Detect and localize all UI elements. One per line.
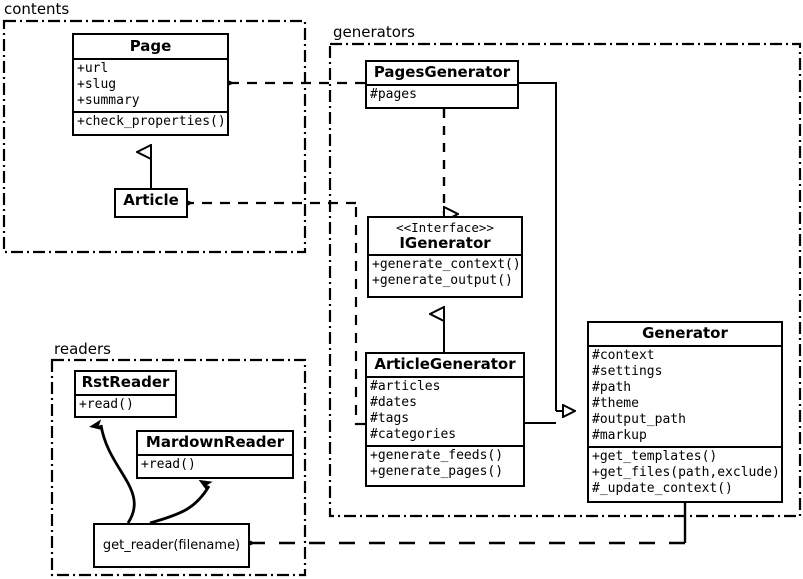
class-title-rst-reader: RstReader [81,373,170,391]
class-member: +generate_output() [372,273,513,288]
class-member: #theme [592,396,639,411]
class-member: +get_files(path,exclude) [592,465,780,480]
class-member: +read() [79,397,134,412]
class-title-generator: Generator [642,324,728,342]
package-border-generators [328,42,802,518]
class-member: #tags [370,411,410,426]
class-member: +url [77,61,109,76]
relation-get-reader-creates-mardown [149,479,213,525]
class-title-pages-generator: PagesGenerator [373,63,511,81]
class-member: #pages [370,87,417,102]
class-operations-article-generator: +generate_feeds() +generate_pages() [367,445,523,482]
class-box-article[interactable]: Article [114,188,188,218]
class-operations-page: +check_properties() [74,111,227,132]
class-title-article: Article [123,191,179,209]
relation-get-reader-creates-rst [89,419,136,524]
class-member: +generate_pages() [370,464,504,479]
class-member: #settings [592,364,663,379]
class-member: #categories [370,427,457,442]
class-member: #output_path [592,412,686,427]
class-attributes-article-generator: #articles #dates #tags #categories [367,376,523,445]
package-label-generators: generators [331,23,417,41]
package-label-contents: contents [2,0,72,18]
class-member: +get_templates() [592,449,718,464]
class-member: #context [592,348,655,363]
class-title-article-generator: ArticleGenerator [374,355,516,373]
class-attributes-generator: #context #settings #path #theme #output_… [589,345,781,446]
class-box-page[interactable]: Page +url +slug +summary +check_properti… [72,33,229,136]
class-box-article-generator[interactable]: ArticleGenerator #articles #dates #tags … [365,352,525,487]
class-operations-mardown-reader: +read() [138,454,292,475]
class-operations-igenerator: +generate_context() +generate_output() [369,254,521,291]
relation-articlegen-uses-article [191,203,365,426]
class-operations-rst-reader: +read() [76,394,175,415]
class-stereotype-igenerator: <<Interface>> [396,220,494,235]
class-title-page: Page [129,37,172,55]
function-label-get-reader: get_reader(filename) [102,538,241,553]
class-attributes-pages-generator: #pages [367,84,517,105]
class-box-pages-generator[interactable]: PagesGenerator #pages [365,60,519,109]
class-box-mardown-reader[interactable]: MardownReader +read() [136,430,294,479]
class-title-mardown-reader: MardownReader [145,433,285,451]
class-member: +generate_context() [372,257,521,272]
class-member: #_update_context() [592,481,733,496]
class-attributes-page: +url +slug +summary [74,58,227,111]
class-operations-generator: +get_templates() +get_files(path,exclude… [589,446,781,499]
class-member: +summary [77,93,140,108]
class-member: +check_properties() [77,114,226,129]
class-member: +slug [77,77,117,92]
class-box-rst-reader[interactable]: RstReader +read() [74,370,177,418]
package-border-readers [50,358,307,577]
class-member: #dates [370,395,417,410]
class-member: +generate_feeds() [370,448,504,463]
class-box-generator[interactable]: Generator #context #settings #path #them… [587,321,783,503]
class-member: +read() [141,457,196,472]
relation-generator-uses-get-reader [253,503,687,543]
package-border-contents [2,19,307,254]
class-box-igenerator[interactable]: <<Interface>> IGenerator +generate_conte… [367,216,523,298]
class-member: #path [592,380,632,395]
function-box-get-reader[interactable]: get_reader(filename) [93,523,250,568]
class-title-igenerator: IGenerator [399,234,491,252]
class-member: #articles [370,379,441,394]
package-label-readers: readers [52,340,113,358]
relation-generalizations-to-generator [519,82,575,424]
class-member: #markup [592,428,647,443]
